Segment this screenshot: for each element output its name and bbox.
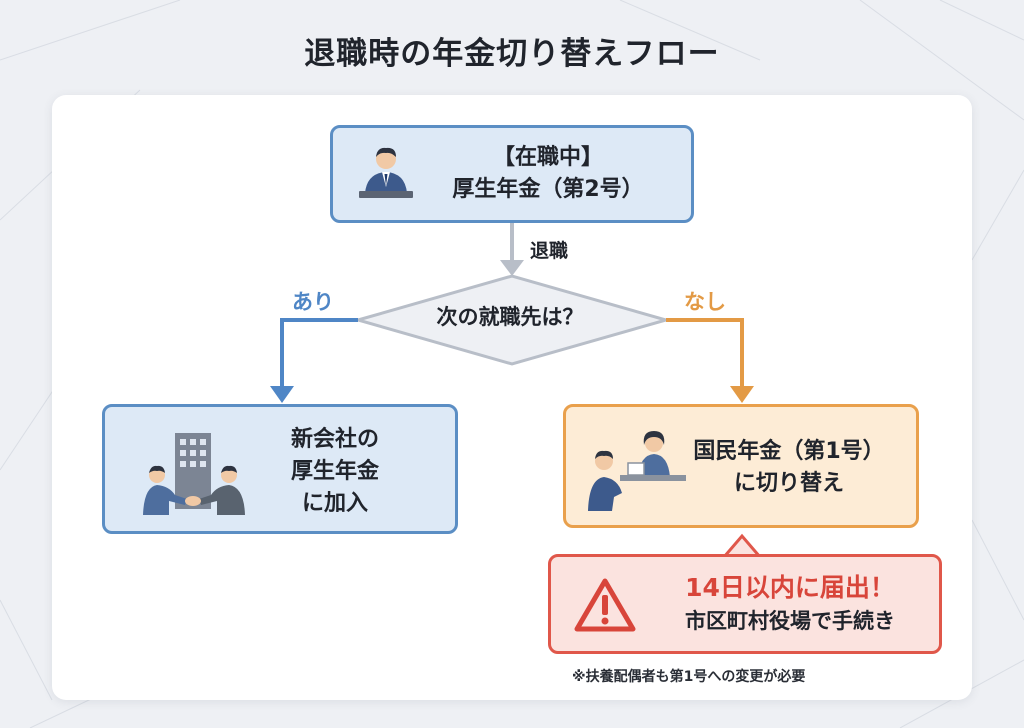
yes-branch-arrowhead <box>270 386 294 403</box>
national-pension-box: 国民年金（第1号） に切り替え <box>563 404 919 528</box>
service-counter-icon <box>588 431 686 511</box>
deadline-warning-line1: 14日以内に届出！ <box>685 573 895 602</box>
yes-branch-connector <box>280 318 358 390</box>
page-title: 退職時の年金切り替えフロー <box>304 36 720 72</box>
deadline-warning-line2: 市区町村役場で手続き <box>685 609 895 633</box>
no-branch-label: なし <box>684 290 726 314</box>
retire-edge-label: 退職 <box>530 240 569 262</box>
warning-triangle-icon <box>574 578 636 632</box>
no-branch-connector <box>666 318 744 390</box>
footnote: ※扶養配偶者も第1号への変更が必要 <box>572 669 806 685</box>
decision-question: 次の就職先は？ <box>436 305 584 329</box>
yes-branch-label: あり <box>292 290 334 314</box>
employed-status-line2: 厚生年金（第2号） <box>452 177 644 202</box>
employed-status-box: 【在職中】 厚生年金（第2号） <box>330 125 694 223</box>
employed-status-line1: 【在職中】 <box>492 145 603 170</box>
national-pension-line1: 国民年金（第1号） <box>693 439 885 464</box>
retire-arrowhead <box>500 260 524 276</box>
national-pension-line2: に切り替え <box>733 471 844 496</box>
handshake-building-icon <box>143 433 245 515</box>
new-company-line1: 新会社の <box>290 427 379 452</box>
new-company-line2: 厚生年金 <box>290 459 379 484</box>
new-company-line3: に加入 <box>301 491 368 516</box>
no-branch-arrowhead <box>730 386 754 403</box>
deadline-warning-box: 14日以内に届出！ 市区町村役場で手続き <box>548 554 942 654</box>
new-company-pension-box: 新会社の 厚生年金 に加入 <box>102 404 458 534</box>
businessman-at-desk-icon <box>359 147 413 198</box>
